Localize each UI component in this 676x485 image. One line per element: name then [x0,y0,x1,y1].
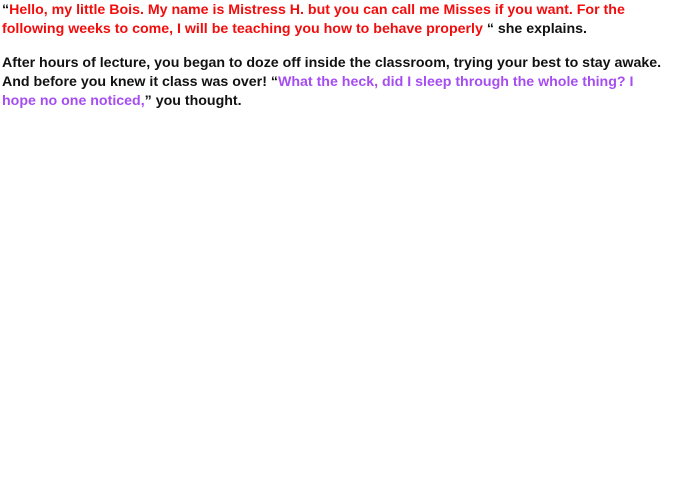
paragraph-dialogue: “Hello, my little Bois. My name is Mistr… [2,1,670,39]
inner-thought: What the heck, did I sleep through the w… [2,74,634,109]
story-text: “Hello, my little Bois. My name is Mistr… [0,0,673,126]
open-quote: “ [2,2,10,18]
narration-she-explains: she explains. [493,21,587,37]
teacher-speech: Hello, my little Bois. My name is Mistre… [2,2,625,37]
paragraph-narration: After hours of lecture, you began to doz… [2,54,670,111]
close-quote: “ [482,21,494,37]
narration-lecture: After hours of lecture, you began to doz… [2,55,662,90]
narration-you-thought: you thought. [151,93,242,109]
thought-close-quote: ” [144,93,152,109]
